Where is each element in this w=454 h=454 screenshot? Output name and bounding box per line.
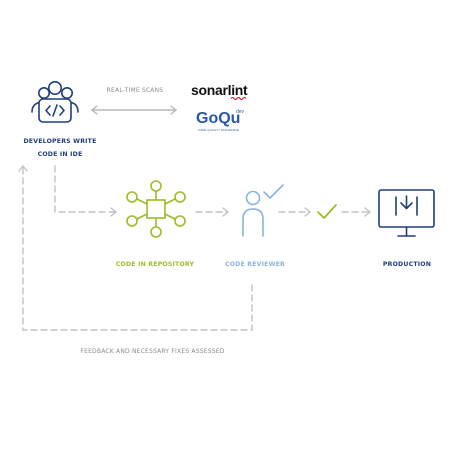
sonarlint-wave-logo <box>230 96 247 101</box>
arrowhead-to-developers <box>18 164 28 172</box>
arrowhead-to-repo <box>110 207 118 217</box>
dev-to-repo-flow <box>54 165 117 213</box>
goqu-tagline: CODE QUALITY ASSURANCE <box>198 128 240 132</box>
repository-hub-icon <box>126 180 186 238</box>
reviewer-check-icon <box>242 184 284 237</box>
repository-label: CODE IN REPOSITORY <box>115 261 195 268</box>
feedback-loop-path <box>22 165 253 331</box>
approved-check-icon <box>317 204 337 219</box>
developers-label-line1: DEVELOPERS WRITE <box>23 138 97 145</box>
goqu-logo: GoQu <box>196 110 241 127</box>
real-time-scans-label: REAL-TIME SCANS <box>106 87 164 94</box>
developers-team-icon <box>31 81 79 123</box>
scan-double-arrow <box>90 105 178 115</box>
feedback-label: FEEDBACK AND NECESSARY FIXES ASSESSED <box>80 348 225 355</box>
developers-label: DEVELOPERS WRITE CODE IN IDE <box>5 135 115 161</box>
arrowhead-to-reviewer <box>222 207 230 217</box>
production-label: PRODUCTION <box>382 261 432 268</box>
arrowhead-to-production <box>364 207 372 217</box>
reviewer-label: CODE REVIEWER <box>224 261 286 268</box>
monitor-download-icon <box>378 189 435 237</box>
sonarlint-logo: sonarlint <box>191 82 248 98</box>
arrowhead-to-check <box>304 207 312 217</box>
developers-label-line2: CODE IN IDE <box>37 151 83 158</box>
goqu-dev-suffix: dev <box>236 109 245 115</box>
